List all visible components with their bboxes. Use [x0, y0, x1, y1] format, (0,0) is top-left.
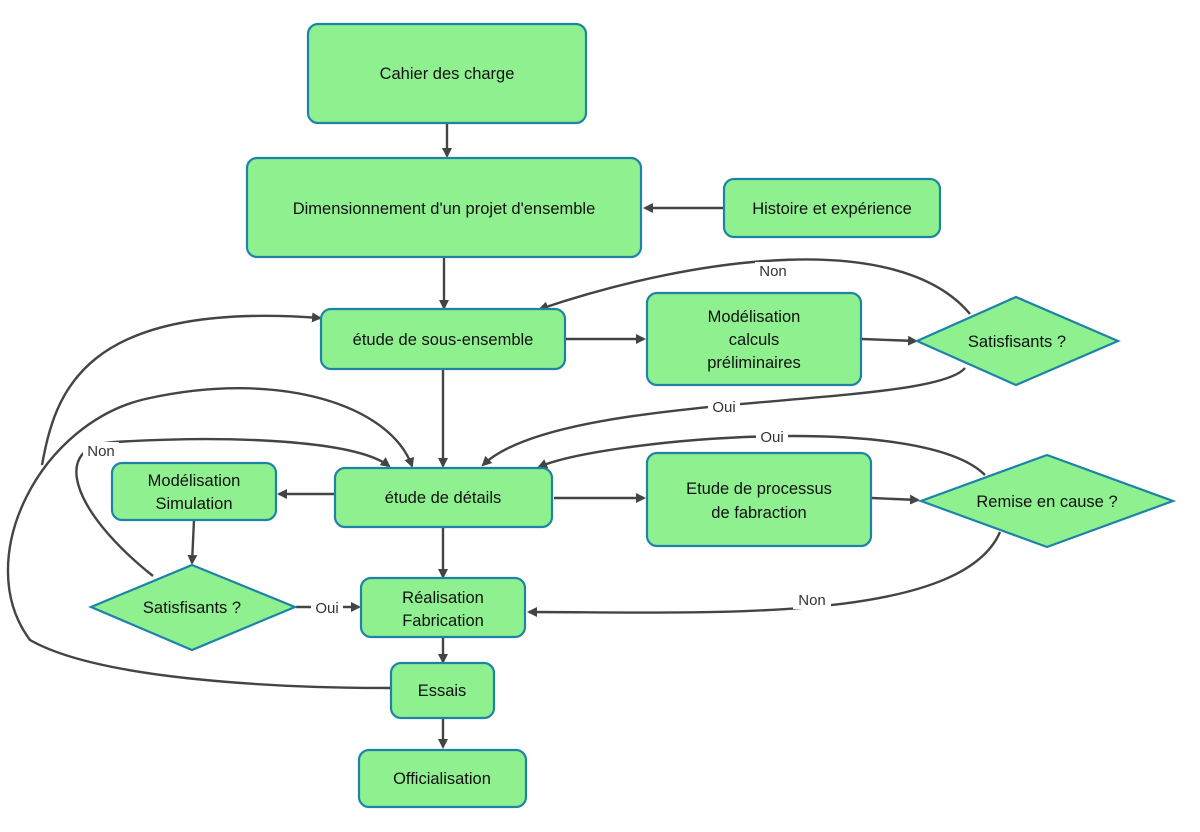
node-modelisation-calculs-line3: préliminaires — [707, 354, 801, 372]
edges — [6, 124, 1002, 749]
edge-label-non-remise: Non — [798, 592, 826, 609]
node-processus-line2: de fabraction — [711, 504, 806, 522]
node-processus: Etude de processus de fabraction — [645, 451, 873, 548]
edge-satisfisants-non-to-details — [75, 437, 391, 577]
edge-labels: Non Oui Oui Non Oui Non — [83, 262, 831, 617]
node-modelisation-simulation: Modélisation Simulation — [110, 461, 278, 522]
node-remise-label: Remise en cause ? — [976, 493, 1117, 511]
edge-label-oui-left: Oui — [315, 600, 338, 617]
edge-essais-loop-to-sous-ensemble — [40, 312, 322, 466]
node-satisfisants-left-label: Satisfisants ? — [143, 599, 241, 617]
edge-essais-to-details — [6, 387, 414, 690]
node-satisfisants-top-label: Satisfisants ? — [968, 333, 1066, 351]
edge-processus-to-remise — [871, 494, 920, 505]
node-modelisation-calculs-line2: calculs — [729, 331, 779, 349]
edge-label-non-top: Non — [759, 263, 787, 280]
node-dimensionnement: Dimensionnement d'un projet d'ensemble — [245, 156, 643, 259]
edge-label-oui-top: Oui — [712, 399, 735, 416]
node-processus-line1: Etude de processus — [686, 480, 832, 498]
node-satisfisants-top: Satisfisants ? — [914, 295, 1121, 387]
node-remise: Remise en cause ? — [917, 453, 1177, 549]
edge-label-non-left: Non — [87, 443, 115, 460]
node-realisation-line2: Fabrication — [402, 612, 484, 630]
node-modelisation-simulation-line2: Simulation — [155, 495, 232, 513]
node-realisation: Réalisation Fabrication — [359, 576, 527, 639]
node-essais-label: Essais — [418, 682, 467, 700]
node-details: étude de détails — [333, 466, 554, 529]
node-essais: Essais — [389, 661, 496, 720]
node-satisfisants-left: Satisfisants ? — [88, 563, 298, 652]
node-sous-ensemble: étude de sous-ensemble — [319, 307, 567, 371]
node-modelisation-simulation-line1: Modélisation — [148, 472, 241, 490]
edge-satisfisants-non-to-sous-ensemble — [538, 258, 971, 315]
node-cahier-label: Cahier des charge — [380, 65, 515, 83]
edge-label-oui-remise: Oui — [760, 429, 783, 446]
node-cahier: Cahier des charge — [306, 22, 588, 125]
node-histoire: Histoire et expérience — [722, 177, 942, 239]
node-sous-ensemble-label: étude de sous-ensemble — [353, 331, 534, 349]
node-histoire-label: Histoire et expérience — [752, 200, 912, 218]
node-dimensionnement-label: Dimensionnement d'un projet d'ensemble — [293, 200, 596, 218]
node-modelisation-calculs: Modélisation calculs préliminaires — [645, 291, 863, 387]
node-officialisation-label: Officialisation — [393, 770, 491, 788]
node-modelisation-calculs-line1: Modélisation — [708, 308, 801, 326]
edge-modelisation-calculs-to-satisfisants — [861, 335, 918, 346]
node-officialisation: Officialisation — [357, 748, 528, 809]
node-details-label: étude de détails — [385, 489, 502, 507]
edge-modelisation-simulation-to-satisfisants — [187, 519, 198, 565]
node-realisation-line1: Réalisation — [402, 589, 484, 607]
